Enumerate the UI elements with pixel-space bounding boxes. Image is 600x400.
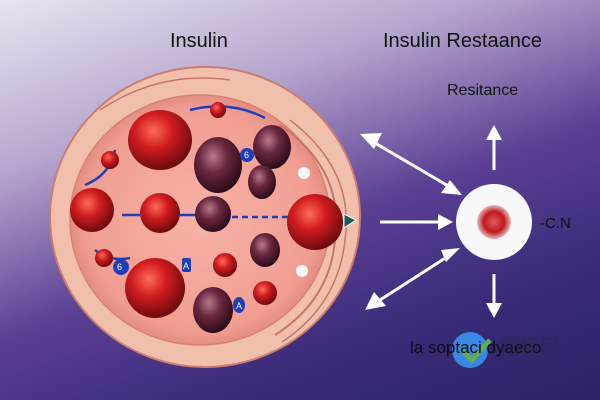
dark-cell xyxy=(194,137,242,193)
dark-cell xyxy=(250,233,280,267)
badge: A xyxy=(182,258,191,272)
watermark-text: 超级网 xyxy=(500,336,560,358)
red-cell xyxy=(70,188,114,232)
arrow-up-icon xyxy=(486,125,502,170)
red-cell xyxy=(125,258,185,318)
title-insulin: Insulin xyxy=(170,30,228,52)
receptor-dot xyxy=(298,167,310,179)
red-cell xyxy=(253,281,277,305)
red-cell xyxy=(101,151,119,169)
red-cell xyxy=(95,249,113,267)
dark-cell xyxy=(248,165,276,199)
dark-cell xyxy=(193,287,233,333)
badge-text: 6 xyxy=(244,150,249,160)
arrow-horizontal-icon xyxy=(380,214,453,230)
receptor-dot xyxy=(296,265,308,277)
badge: 6 xyxy=(240,148,254,162)
title-insulin-resistance: Insulin Restaance xyxy=(383,30,542,52)
badge: 6 xyxy=(113,259,129,275)
badge-text: A xyxy=(236,301,242,311)
dark-cell xyxy=(253,125,291,169)
receptor-circle xyxy=(456,184,532,260)
red-cell xyxy=(213,253,237,277)
badge: A xyxy=(233,297,245,313)
red-cell xyxy=(128,110,192,170)
watermark-logo xyxy=(452,332,492,368)
dark-cell xyxy=(195,196,231,232)
red-cell xyxy=(287,194,343,250)
red-cell xyxy=(140,193,180,233)
arrow-down-icon xyxy=(486,274,502,318)
label-resistance: Resitance xyxy=(447,82,519,99)
arrow-diag-down-icon xyxy=(365,248,460,310)
red-cell xyxy=(210,102,226,118)
arrow-diag-up-icon xyxy=(360,133,462,195)
label-bottom: la soptaci dyaeco xyxy=(410,338,542,357)
label-cn: -C.N xyxy=(540,215,571,232)
badge-text: 6 xyxy=(117,262,122,272)
membrane-channel xyxy=(343,213,357,229)
badge-text: A xyxy=(183,261,189,271)
